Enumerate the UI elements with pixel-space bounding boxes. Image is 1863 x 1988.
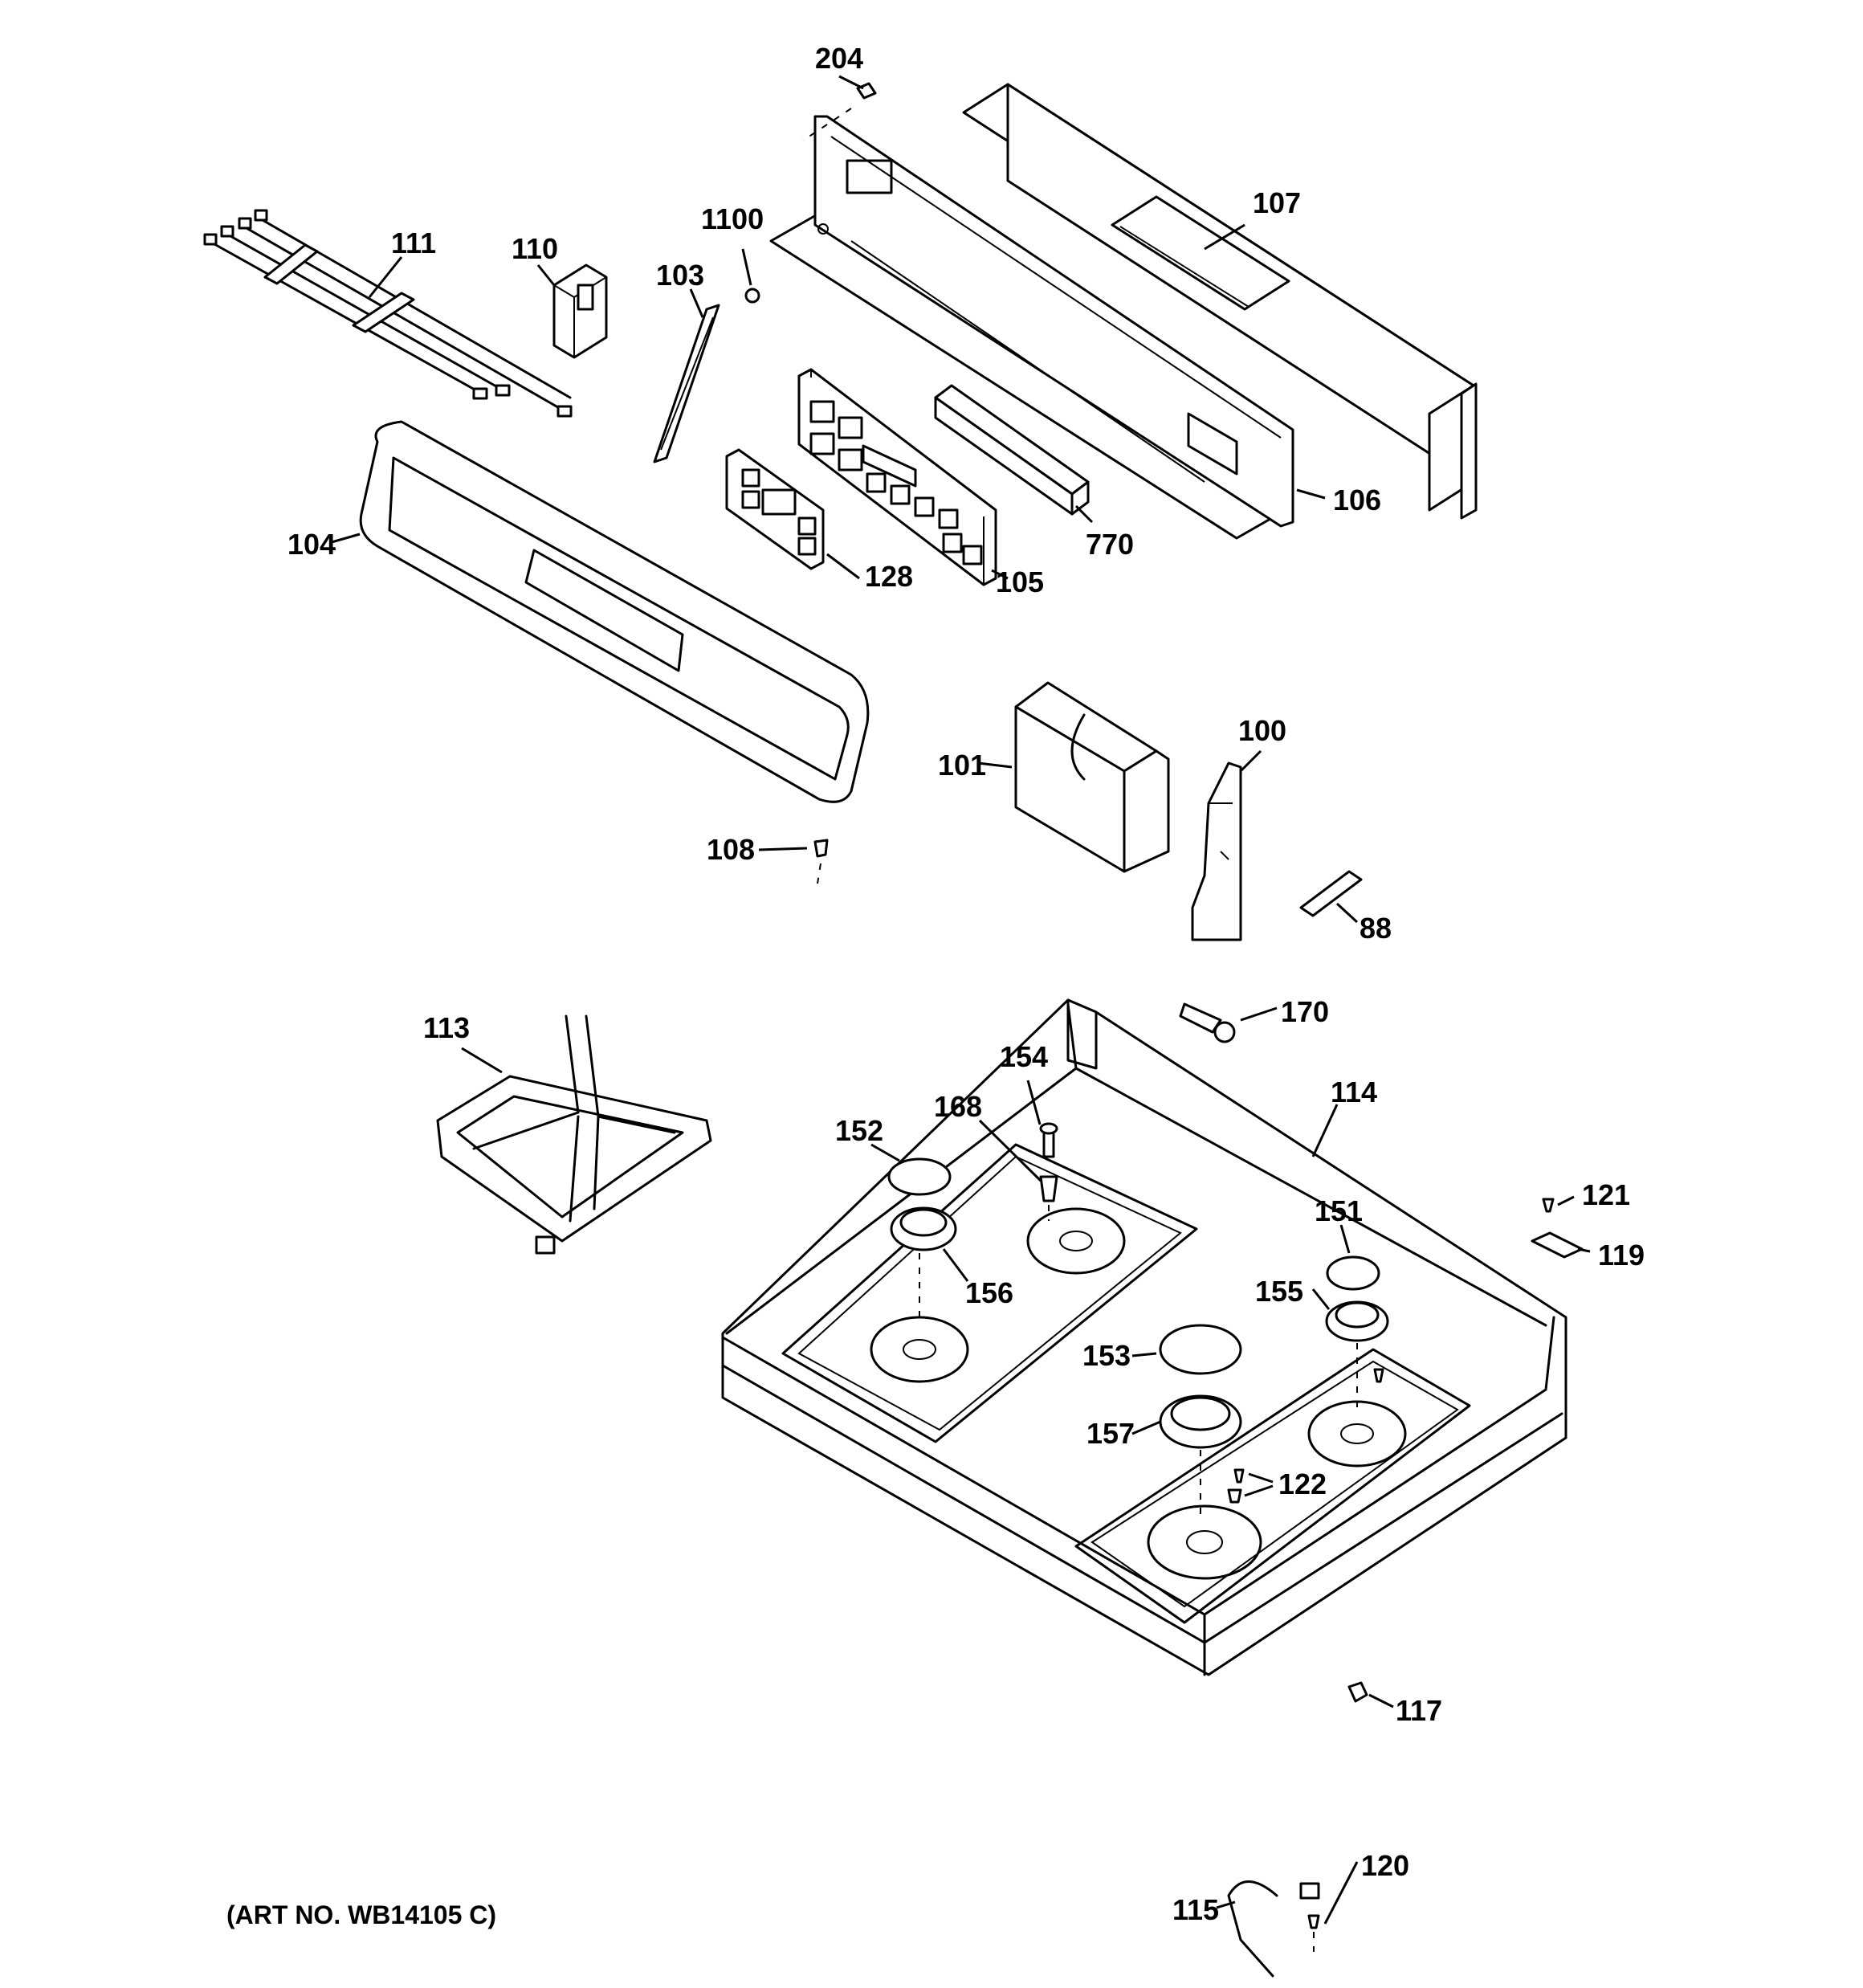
part-128-overlay [725, 448, 825, 570]
part-119-bracket [1531, 1231, 1584, 1259]
part-110-relay [552, 263, 608, 359]
label-115: 115 [1172, 1893, 1219, 1926]
label-119: 119 [1598, 1239, 1645, 1272]
part-152-burner-cap [887, 1157, 952, 1196]
label-156: 156 [965, 1276, 1013, 1309]
part-155-burner-head [1325, 1300, 1389, 1410]
part-120-screw [1307, 1914, 1320, 1952]
label-168: 168 [934, 1090, 982, 1123]
label-770: 770 [1086, 528, 1134, 561]
label-114: 114 [1331, 1076, 1377, 1108]
label-108: 108 [707, 833, 755, 866]
label-1100: 1100 [701, 202, 764, 235]
label-117: 117 [1396, 1694, 1442, 1727]
part-115-rod [1227, 1880, 1320, 1978]
label-104: 104 [287, 528, 336, 561]
label-128: 128 [865, 560, 913, 593]
part-770-channel [934, 384, 1090, 516]
label-113: 113 [423, 1011, 470, 1044]
label-152: 152 [835, 1114, 883, 1147]
part-105-control-board [797, 368, 997, 586]
part-156-burner-head [890, 1206, 957, 1325]
label-151: 151 [1315, 1194, 1363, 1227]
label-101: 101 [938, 749, 986, 782]
part-103-bracket [653, 304, 720, 463]
label-122: 122 [1278, 1468, 1327, 1500]
part-104-backsplash [359, 420, 870, 803]
part-1100-clip [744, 288, 760, 304]
part-113-grate [436, 1014, 712, 1255]
art-number: (ART NO. WB14105 C) [226, 1900, 496, 1929]
part-101-bracket-box [1014, 681, 1170, 873]
part-168-igniter [1039, 1175, 1058, 1221]
label-154: 154 [1000, 1040, 1048, 1073]
part-121-screw [1542, 1198, 1555, 1213]
part-100-side-bracket [1191, 761, 1242, 941]
part-153-burner-cap [1159, 1324, 1242, 1375]
part-154-electrode [1039, 1122, 1058, 1158]
part-111-wire-harness [203, 209, 573, 418]
label-103: 103 [656, 259, 704, 292]
label-111: 111 [391, 227, 436, 259]
label-110: 110 [512, 232, 558, 265]
part-107-top-cover [962, 83, 1478, 520]
label-153: 153 [1082, 1339, 1131, 1372]
label-120: 120 [1361, 1849, 1409, 1882]
label-121: 121 [1582, 1178, 1630, 1211]
part-117-nut [1347, 1681, 1368, 1703]
label-107: 107 [1253, 186, 1301, 219]
label-105: 105 [996, 565, 1044, 598]
label-170: 170 [1281, 995, 1329, 1028]
part-106-rear-panel [769, 115, 1294, 540]
label-155: 155 [1255, 1275, 1303, 1308]
part-88-clip [1299, 870, 1363, 917]
part-151-burner-cap [1326, 1255, 1380, 1291]
label-100: 100 [1238, 714, 1286, 747]
label-157: 157 [1086, 1417, 1135, 1450]
part-114-cooktop [721, 998, 1567, 1676]
label-88: 88 [1360, 912, 1392, 945]
label-204: 204 [815, 42, 863, 75]
label-106: 106 [1333, 484, 1381, 516]
part-122-screws [1227, 1368, 1384, 1504]
part-108-screw [813, 839, 829, 884]
part-labels: 204 107 1100 111 110 103 106 770 104 128… [287, 42, 1645, 1926]
part-170-screw [1179, 1002, 1236, 1043]
leader-lines [331, 75, 1591, 1925]
